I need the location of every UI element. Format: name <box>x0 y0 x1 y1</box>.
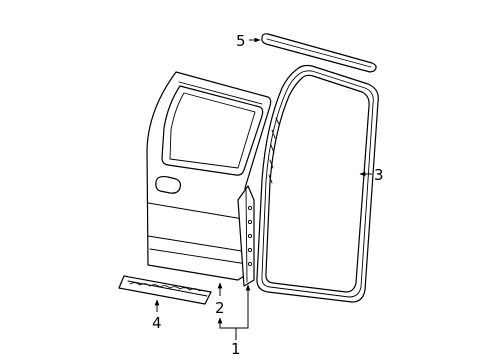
door-weatherstrip <box>256 64 379 303</box>
callout-3: 3 <box>374 166 384 184</box>
callout-1: 1 <box>231 340 241 358</box>
lower-molding <box>118 275 212 305</box>
callout-5: 5 <box>236 32 246 50</box>
door-shell <box>146 71 272 287</box>
upper-seal-strip <box>261 33 377 73</box>
callout-2: 2 <box>215 299 225 317</box>
callout-4: 4 <box>152 314 162 332</box>
